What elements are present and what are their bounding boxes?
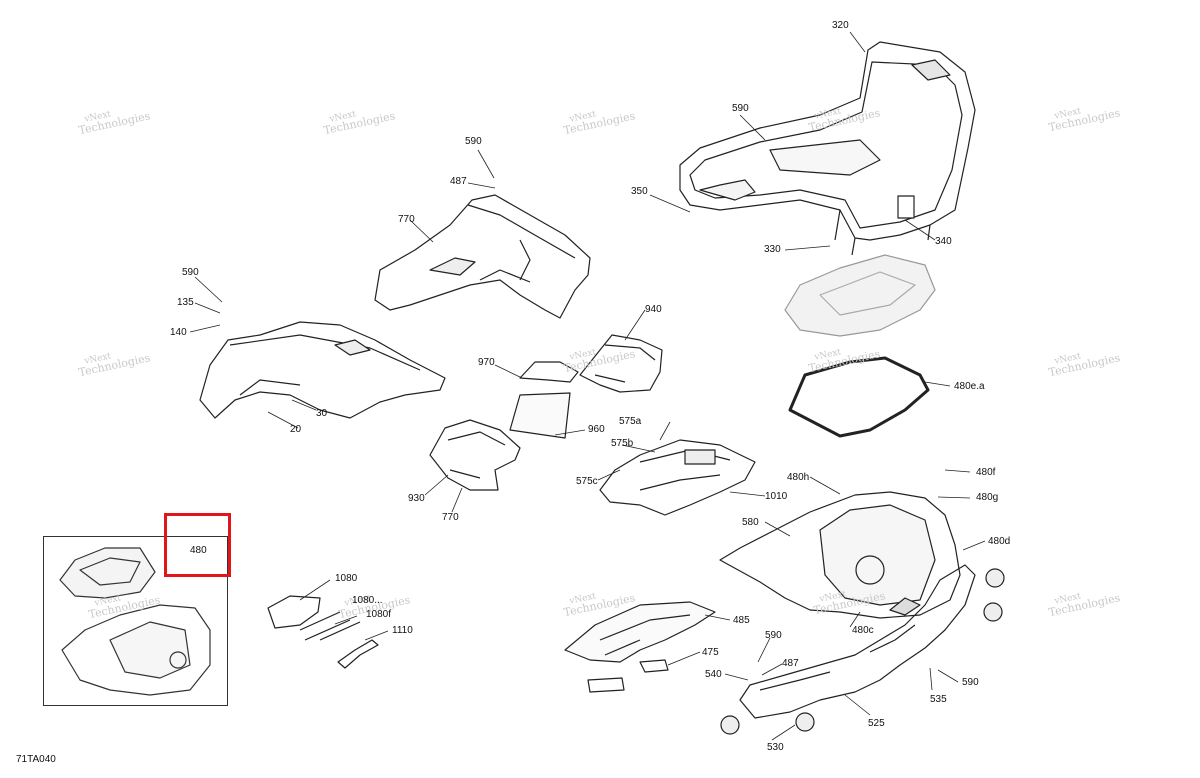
callout-590[interactable]: 590	[465, 136, 482, 147]
figure-code: 71TA040	[16, 754, 56, 765]
callout-1080f[interactable]: 1080f	[366, 609, 392, 620]
part-940	[579, 334, 663, 393]
storage-lid-part	[784, 254, 936, 337]
callout-575a[interactable]: 575a	[619, 416, 642, 427]
callout-20[interactable]: 20	[290, 424, 302, 435]
callout-525[interactable]: 525	[868, 718, 885, 729]
callout-1080-sub[interactable]: 1080...	[352, 595, 383, 606]
part-1010	[599, 439, 756, 516]
highlight-label[interactable]: 480	[190, 545, 207, 556]
callout-960[interactable]: 960	[588, 424, 605, 435]
pad-475b	[587, 677, 625, 693]
callout-535[interactable]: 535	[930, 694, 947, 705]
callout-590[interactable]: 590	[182, 267, 199, 278]
front-lower-fender-part	[199, 321, 446, 419]
rear-rack-part	[679, 41, 976, 256]
callout-30[interactable]: 30	[316, 408, 328, 419]
callout-1110[interactable]: 1110	[392, 625, 413, 636]
callout-485[interactable]: 485	[733, 615, 750, 626]
callout-575b[interactable]: 575b	[611, 438, 634, 449]
callout-930[interactable]: 930	[408, 493, 425, 504]
callout-970[interactable]: 970	[478, 357, 495, 368]
part-930	[429, 419, 521, 491]
callout-1080[interactable]: 1080	[335, 573, 358, 584]
callout-590[interactable]: 590	[962, 677, 979, 688]
callout-480g[interactable]: 480g	[976, 492, 999, 503]
inset-storage-assembly	[59, 547, 211, 696]
callout-590[interactable]: 590	[732, 103, 749, 114]
callout-580[interactable]: 580	[742, 517, 759, 528]
callout-320[interactable]: 320	[832, 20, 849, 31]
callout-575c[interactable]: 575c	[576, 476, 598, 487]
leader-lines	[189, 31, 986, 741]
tool-kit-part	[267, 595, 379, 669]
callout-480d[interactable]: 480d	[988, 536, 1011, 547]
front-upper-fender-part	[374, 194, 591, 319]
rear-frame-part	[720, 564, 1005, 735]
callout-540[interactable]: 540	[705, 669, 722, 680]
callout-140[interactable]: 140	[170, 327, 187, 338]
callout-530[interactable]: 530	[767, 742, 784, 753]
callout-770[interactable]: 770	[398, 214, 415, 225]
part-960	[509, 392, 571, 439]
callout-480h[interactable]: 480h	[787, 472, 810, 483]
callout-487[interactable]: 487	[450, 176, 467, 187]
inset-frame	[43, 536, 228, 706]
highlight-box	[164, 513, 231, 577]
callout-475[interactable]: 475	[702, 647, 719, 658]
callout-350[interactable]: 350	[631, 186, 648, 197]
callout-135[interactable]: 135	[177, 297, 194, 308]
callout-590[interactable]: 590	[765, 630, 782, 641]
callout-487[interactable]: 487	[782, 658, 799, 669]
callout-480c[interactable]: 480c	[852, 625, 874, 636]
callout-770[interactable]: 770	[442, 512, 459, 523]
part-970	[519, 361, 579, 383]
callout-480f[interactable]: 480f	[976, 467, 996, 478]
storage-tub-part	[719, 491, 961, 619]
callout-1010[interactable]: 1010	[765, 491, 788, 502]
seal-480ea	[788, 356, 930, 438]
callout-480ea[interactable]: 480e.a	[954, 381, 985, 392]
skid-plate-part	[564, 601, 716, 663]
pad-475a	[639, 659, 669, 673]
callout-330[interactable]: 330	[764, 244, 781, 255]
callout-940[interactable]: 940	[645, 304, 662, 315]
callout-340[interactable]: 340	[935, 236, 952, 247]
